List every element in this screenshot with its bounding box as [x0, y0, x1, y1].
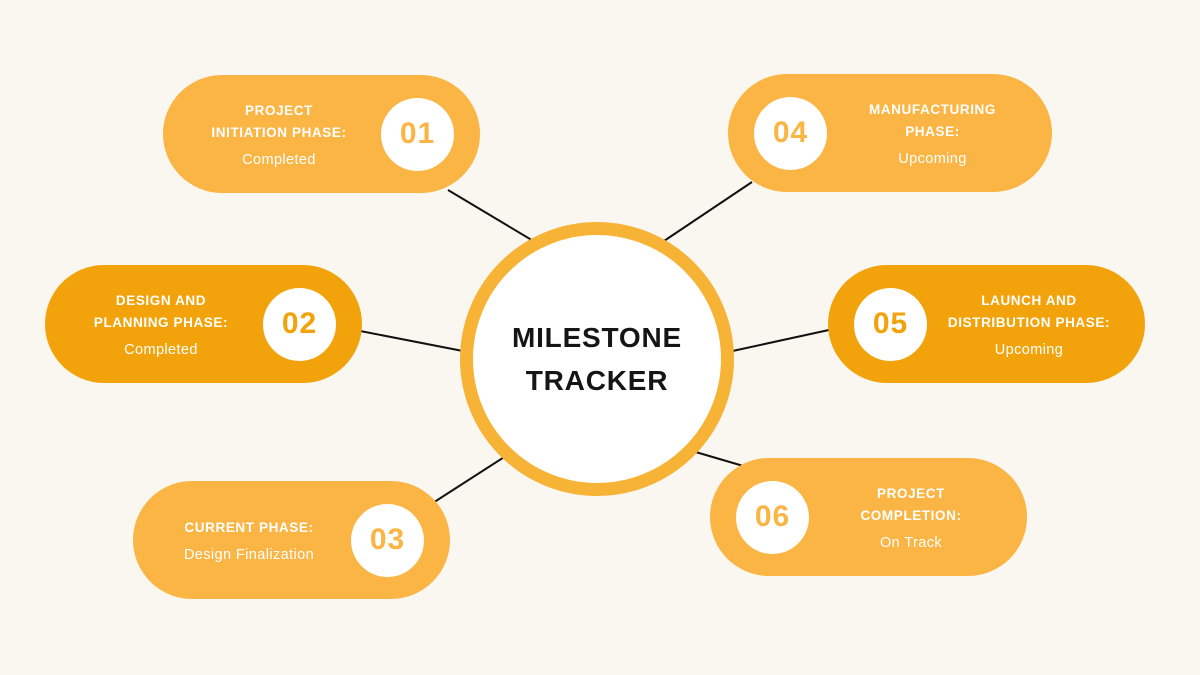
center-circle: MILESTONE TRACKER — [460, 222, 734, 496]
node-number-badge: 02 — [263, 287, 336, 361]
diagram-title: MILESTONE TRACKER — [511, 321, 683, 396]
node-status: Upcoming — [898, 151, 967, 168]
node-title: PROJECT COMPLETION: — [860, 485, 962, 523]
node-status: On Track — [879, 535, 943, 552]
milestone-node-05: 05 LAUNCH AND DISTRIBUTION PHASE: Upcomi… — [828, 265, 1145, 383]
connector-node-02 — [354, 329, 469, 353]
connector-node-05 — [727, 327, 839, 353]
connector-node-01 — [447, 189, 546, 249]
node-title: MANUFACTURING PHASE: — [868, 101, 997, 139]
node-text: DESIGN AND PLANNING PHASE: Completed — [75, 290, 247, 359]
node-status: Upcoming — [994, 342, 1064, 359]
milestone-node-02: DESIGN AND PLANNING PHASE: Completed 02 — [45, 265, 362, 383]
node-number-badge: 03 — [351, 503, 424, 577]
milestone-node-04: 04 MANUFACTURING PHASE: Upcoming — [728, 74, 1052, 192]
node-title: CURRENT PHASE: — [184, 519, 314, 535]
node-text: MANUFACTURING PHASE: Upcoming — [843, 99, 1022, 168]
node-number-badge: 01 — [381, 97, 454, 171]
connector-node-04 — [654, 181, 753, 248]
node-status: Design Finalization — [183, 547, 315, 564]
node-text: PROJECT INITIATION PHASE: Completed — [193, 100, 365, 169]
node-status: Completed — [124, 342, 198, 359]
node-text: CURRENT PHASE: Design Finalization — [163, 517, 335, 563]
milestone-node-01: PROJECT INITIATION PHASE: Completed 01 — [163, 75, 480, 193]
milestone-node-06: 06 PROJECT COMPLETION: On Track — [710, 458, 1027, 576]
node-number-badge: 05 — [854, 287, 927, 361]
node-number-badge: 04 — [754, 96, 827, 170]
milestone-node-03: CURRENT PHASE: Design Finalization 03 — [133, 481, 450, 599]
node-number-badge: 06 — [736, 480, 809, 554]
node-status: Completed — [242, 152, 316, 169]
connector-node-03 — [424, 451, 513, 509]
node-title: DESIGN AND PLANNING PHASE: — [93, 292, 229, 330]
node-text: LAUNCH AND DISTRIBUTION PHASE: Upcoming — [943, 290, 1115, 359]
node-title: LAUNCH AND DISTRIBUTION PHASE: — [947, 292, 1111, 330]
node-title: PROJECT INITIATION PHASE: — [211, 102, 347, 140]
node-text: PROJECT COMPLETION: On Track — [825, 483, 997, 552]
